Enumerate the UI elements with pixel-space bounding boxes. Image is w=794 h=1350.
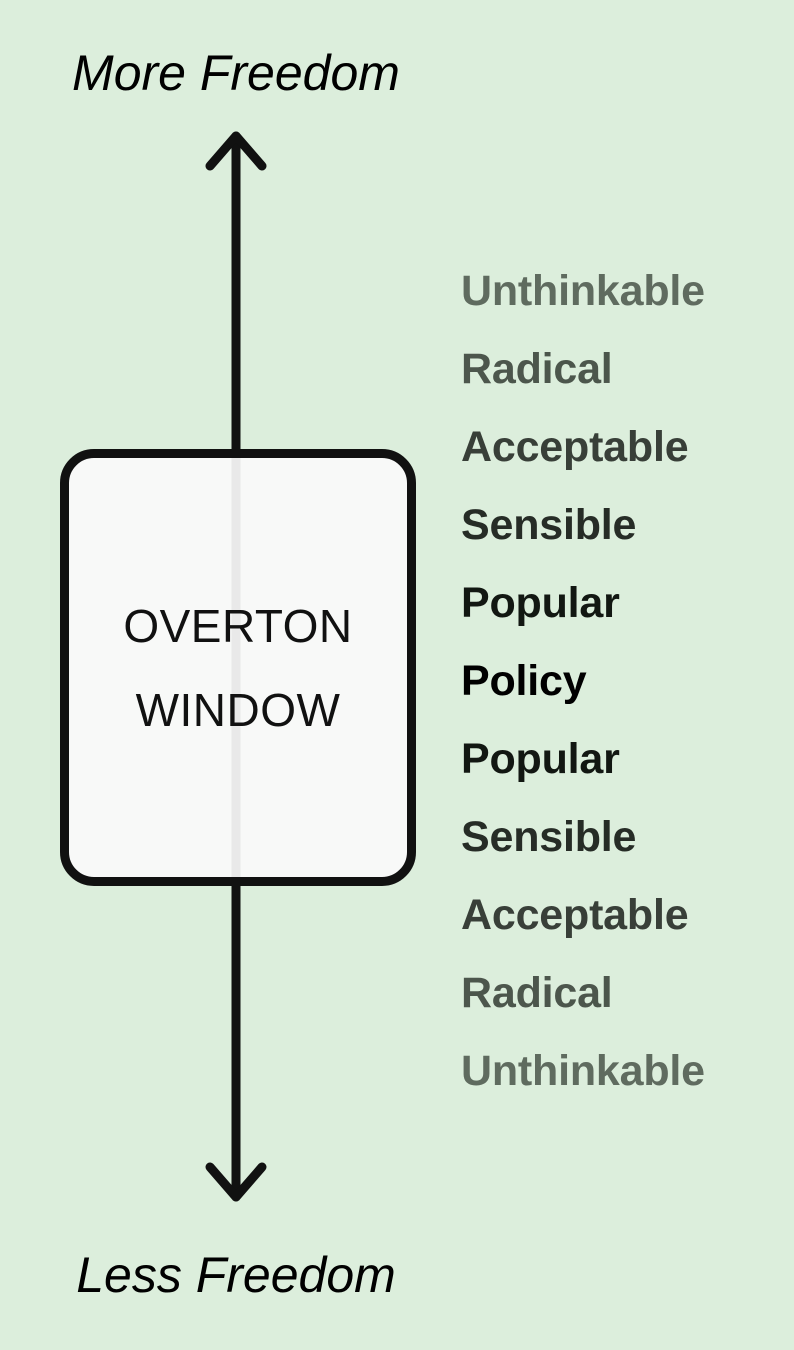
spectrum-label: Unthinkable <box>461 1047 705 1095</box>
spectrum-label: Radical <box>461 969 613 1017</box>
overton-window-line-1: OVERTON <box>123 599 353 652</box>
spectrum-label: Radical <box>461 345 613 393</box>
spectrum-label: Unthinkable <box>461 267 705 315</box>
spectrum-label: Popular <box>461 579 620 627</box>
arrow-down-icon <box>205 1162 267 1202</box>
spectrum-label: Acceptable <box>461 423 689 471</box>
spectrum-label: Sensible <box>461 501 637 549</box>
spectrum-label: Acceptable <box>461 891 689 939</box>
arrow-up-icon <box>205 131 267 171</box>
spectrum-label: Popular <box>461 735 620 783</box>
overton-window-box: OVERTON WINDOW <box>60 449 416 886</box>
overton-window-line-2: WINDOW <box>135 683 341 736</box>
spectrum-label: Sensible <box>461 813 637 861</box>
axis-heading-more-freedom: More Freedom <box>72 45 400 101</box>
axis-heading-less-freedom: Less Freedom <box>76 1247 396 1303</box>
spectrum-label: Policy <box>461 657 587 705</box>
